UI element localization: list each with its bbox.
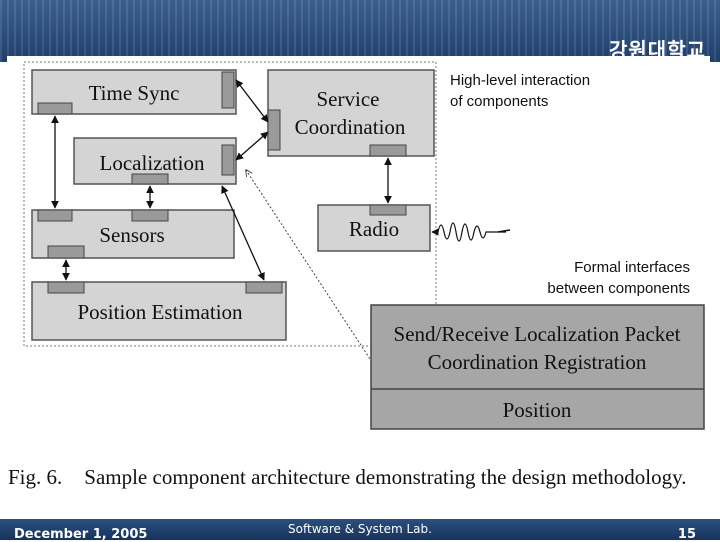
slide-footer <box>0 519 720 540</box>
radio-box: Radio <box>317 204 431 252</box>
position-estimation-box: Position Estimation <box>31 281 287 341</box>
time-sync-box: Time Sync <box>31 69 237 115</box>
footer-date: December 1, 2005 <box>14 527 148 542</box>
annotation-formal-2: between components <box>547 280 690 297</box>
figure-caption: Fig. 6. Sample component architecture dem… <box>8 465 708 490</box>
radio-wave-tail <box>497 229 511 233</box>
annotation-high-level-1: High-level interaction <box>450 72 590 89</box>
component-architecture-diagram: Time Sync Service Coordination Localizat… <box>23 61 705 430</box>
sensors-label: Sensors <box>99 223 164 247</box>
service-label-line2: Coordination <box>295 115 406 139</box>
interface-line3: Position <box>503 398 572 422</box>
slide-header <box>0 0 720 62</box>
sensors-box: Sensors <box>31 209 235 259</box>
radio-wave <box>431 222 506 242</box>
time-sync-label: Time Sync <box>89 81 180 105</box>
caption-text: Sample component architecture demonstrat… <box>84 465 687 489</box>
footer-lab: Software & System Lab. <box>288 522 432 536</box>
figure-number: Fig. 6. <box>8 465 63 489</box>
annotation-high-level-2: of components <box>450 93 548 110</box>
slide-body: Time Sync Service Coordination Localizat… <box>7 56 710 512</box>
connectors <box>51 79 392 281</box>
page-number: 15 <box>677 527 696 542</box>
interface-line2: Coordination Registration <box>428 350 647 374</box>
interface-line1: Send/Receive Localization Packet <box>394 322 681 346</box>
header-stripes <box>0 0 720 62</box>
localization-label: Localization <box>100 151 205 175</box>
annotation-formal-1: Formal interfaces <box>574 259 690 276</box>
connector-localization-position <box>221 185 265 281</box>
position-estimation-label: Position Estimation <box>77 300 243 324</box>
interface-panel: Send/Receive Localization Packet Coordin… <box>370 304 705 430</box>
system-boundary <box>23 61 437 347</box>
connector-timesync-service <box>235 79 269 123</box>
radio-label: Radio <box>349 217 399 241</box>
service-coordination-box: Service Coordination <box>267 69 435 157</box>
connector-localization-service <box>235 131 269 161</box>
localization-box: Localization <box>73 137 237 185</box>
service-label-line1: Service <box>317 87 380 111</box>
